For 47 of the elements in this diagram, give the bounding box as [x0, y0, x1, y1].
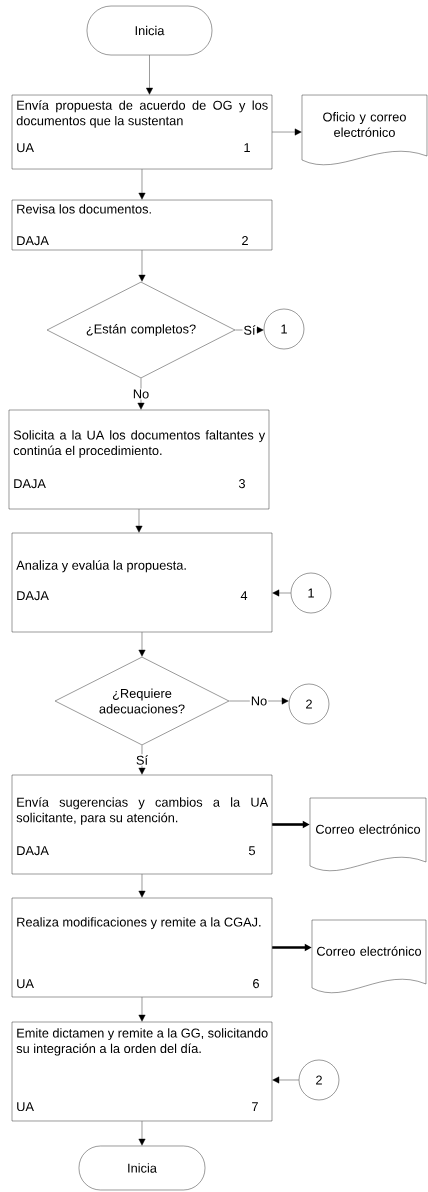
arrow	[272, 1076, 299, 1084]
arrow	[235, 326, 264, 334]
step-number: 5	[248, 846, 255, 856]
process-box	[8, 409, 270, 510]
step-text: Revisa los documentos.	[17, 204, 151, 214]
step-number: 3	[238, 479, 245, 489]
arrow	[138, 1121, 146, 1146]
arrow	[138, 250, 146, 282]
responsible-label: DAJA	[17, 591, 49, 601]
step-text: Envía sugerencias y cambios a la UA solicitante, para su atención.	[16, 797, 269, 825]
arrow	[138, 874, 146, 898]
step-text: Emite dictamen y remite a la GG, solicitando su integración a la orden del día.	[16, 1028, 268, 1056]
arrow	[146, 55, 153, 95]
arrow	[272, 128, 302, 136]
responsible-label: DAJA	[14, 479, 46, 489]
step-number: 2	[242, 236, 248, 245]
edge-label: Sí	[134, 754, 150, 766]
edge-label: Sí	[242, 324, 257, 336]
process-box	[11, 94, 273, 170]
edge-label: No	[249, 695, 269, 707]
edge-label: No	[131, 388, 151, 400]
responsible-label: UA	[17, 979, 34, 989]
arrow	[272, 589, 291, 597]
process-box	[11, 774, 273, 875]
responsible-label: UA	[17, 143, 34, 153]
step-number: 4	[240, 591, 248, 600]
arrow	[138, 632, 146, 657]
process-box	[11, 897, 273, 998]
step-text: Solicita a la UA los documentos faltantes y continúa el procedimiento.	[13, 430, 266, 458]
arrow	[135, 509, 143, 533]
arrow	[138, 169, 146, 200]
responsible-label: DAJA	[17, 846, 49, 856]
arrow	[229, 697, 289, 705]
process-box	[11, 199, 273, 251]
responsible-label: UA	[17, 1102, 34, 1112]
step-number: 7	[252, 1102, 258, 1111]
arrow	[137, 378, 145, 410]
step-text: Analiza y evalúa la propuesta.	[16, 560, 186, 573]
step-text: Realiza modificaciones y remite a la CGAJ.	[17, 917, 261, 930]
step-text: Envía propuesta de acuerdo de OG y los documentos que la sustentan	[16, 100, 268, 128]
process-box	[11, 1021, 273, 1122]
responsible-label: DAJA	[17, 236, 49, 246]
arrow	[138, 997, 146, 1022]
process-box	[11, 532, 273, 633]
step-number: 1	[244, 143, 250, 152]
arrow	[138, 745, 146, 775]
step-number: 6	[253, 979, 259, 989]
